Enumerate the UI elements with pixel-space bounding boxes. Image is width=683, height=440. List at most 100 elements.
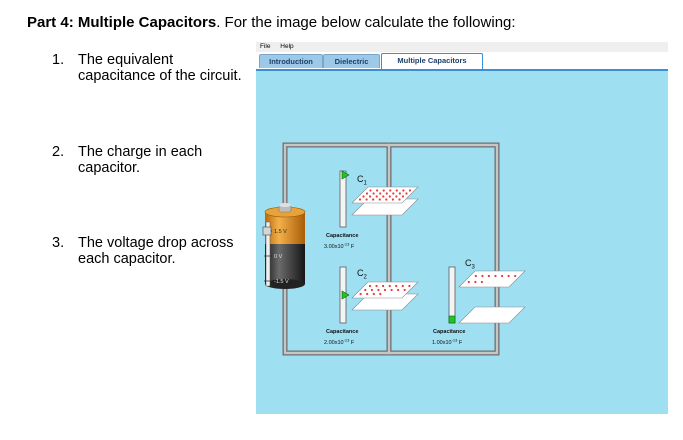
charge-dot <box>514 274 517 278</box>
charge-dot <box>383 288 387 292</box>
simulation-window: File Help Introduction Dielectric Multip… <box>256 42 668 414</box>
question-item: 1. The equivalent capacitance of the cir… <box>52 52 247 84</box>
question-text: The equivalent capacitance of the circui… <box>78 52 242 84</box>
charge-dot <box>501 274 504 278</box>
charge-dot <box>372 198 375 201</box>
battery: 1.5 V 0 V -1.5 V <box>262 203 306 289</box>
charge-dot <box>358 198 362 201</box>
charge-dot <box>405 192 408 195</box>
capacitor-c2-value: 2.00x10-13 F <box>324 338 355 347</box>
capacitor-c3-charges <box>467 274 517 284</box>
charge-dot <box>402 189 405 192</box>
tab-introduction[interactable]: Introduction <box>259 54 323 68</box>
charge-dot <box>379 192 382 195</box>
charge-dot <box>369 189 372 192</box>
charge-dot <box>494 274 497 278</box>
capacitor-c3-value: 1.00x10-13 F <box>432 338 463 347</box>
charge-dot <box>481 274 484 278</box>
capacitor-c2-charges <box>359 284 411 296</box>
charge-dot <box>388 195 391 198</box>
capacitor-c3-top-plate <box>458 270 526 288</box>
charge-dot <box>395 195 398 198</box>
capacitor-c2-caption: Capacitance <box>326 329 358 335</box>
charge-dot <box>376 189 379 192</box>
charge-dot <box>369 195 372 198</box>
charge-dot <box>390 288 393 292</box>
capacitor-c1-slider-knob[interactable] <box>341 170 350 180</box>
capacitor-c2-slider[interactable] <box>339 266 350 324</box>
menu-file[interactable]: File <box>260 43 271 50</box>
charge-dot <box>408 284 411 288</box>
tab-dielectric[interactable]: Dielectric <box>323 54 380 68</box>
charge-dot <box>379 292 382 296</box>
charge-dot <box>385 192 388 195</box>
part-title: Part 4: Multiple Capacitors <box>27 14 217 31</box>
charge-dot <box>370 288 373 292</box>
charge-dot <box>382 189 385 192</box>
question-number: 3. <box>52 235 65 251</box>
circuit-wires <box>282 142 500 356</box>
menu-bar: File Help <box>256 42 668 52</box>
capacitor-c1-symbol: C1 <box>357 174 368 187</box>
charge-dot <box>365 192 369 195</box>
charge-dot <box>395 284 398 288</box>
capacitor-c1-value: 3.00x10-13 F <box>324 242 355 251</box>
capacitor-c3-caption: Capacitance <box>433 329 465 335</box>
simulation-canvas: 1.5 V 0 V -1.5 V C1 Capacitance 3.00x10-… <box>256 71 668 414</box>
capacitor-c1: C1 Capacitance 3.00x10-13 F <box>324 170 419 251</box>
question-item: 2. The charge in each capacitor. <box>52 144 247 176</box>
battery-slider-knob[interactable] <box>262 226 272 236</box>
circuit-diagram: 1.5 V 0 V -1.5 V C1 Capacitance 3.00x10-… <box>262 142 526 356</box>
charge-dot <box>474 280 477 284</box>
charge-dot <box>391 198 394 201</box>
charge-dot <box>378 198 381 201</box>
charge-dot <box>364 288 367 292</box>
capacitor-c3-symbol: C3 <box>465 258 476 271</box>
charge-dot <box>397 288 400 292</box>
charge-dot <box>401 284 404 288</box>
charge-dot <box>375 195 378 198</box>
question-text: The charge in each capacitor. <box>78 144 203 176</box>
charge-dot <box>467 280 470 284</box>
charge-dot <box>395 189 398 192</box>
question-text: The voltage drop across each capacitor. <box>78 235 234 267</box>
charge-dot <box>368 284 372 288</box>
capacitor-c3-bottom-plate <box>458 306 526 324</box>
charge-dot <box>372 192 375 195</box>
charge-dot <box>398 198 401 201</box>
tab-bar: Introduction Dielectric Multiple Capacit… <box>256 52 668 71</box>
charge-dot <box>359 292 362 296</box>
capacitor-c2-symbol: C2 <box>357 268 368 281</box>
charge-dot <box>507 274 510 278</box>
charge-dot <box>372 292 375 296</box>
question-number: 1. <box>52 52 65 68</box>
menu-help[interactable]: Help <box>280 43 294 50</box>
part-heading: Part 4: Multiple Capacitors. For the ima… <box>27 14 516 31</box>
capacitor-c2: C2 Capacitance 2.00x10-13 F <box>324 266 419 347</box>
question-item: 3. The voltage drop across each capacito… <box>52 235 247 267</box>
charge-dot <box>377 288 380 292</box>
charge-dot <box>382 284 385 288</box>
charge-dot <box>388 284 391 288</box>
battery-voltage-slider[interactable] <box>262 221 272 287</box>
capacitor-c1-caption: Capacitance <box>326 233 358 239</box>
tab-multiple-capacitors[interactable]: Multiple Capacitors <box>381 53 483 69</box>
charge-dot <box>474 274 477 278</box>
charge-dot <box>362 195 365 198</box>
capacitor-c1-slider[interactable] <box>339 170 350 228</box>
charge-dot <box>392 192 395 195</box>
capacitor-c3-slider[interactable] <box>448 266 456 324</box>
charge-dot <box>408 189 412 192</box>
capacitor-c1-top-plate <box>351 186 419 204</box>
question-number: 2. <box>52 144 65 160</box>
charge-dot <box>365 198 368 201</box>
capacitor-c1-charges <box>358 189 412 201</box>
capacitor-c3: C3 Capacitance 1.00x10-13 F <box>432 258 526 347</box>
capacitor-c2-slider-knob[interactable] <box>341 290 350 300</box>
capacitor-c3-slider-knob[interactable] <box>448 315 456 324</box>
part-prompt: . For the image below calculate the foll… <box>216 14 516 31</box>
charge-dot <box>385 198 388 201</box>
charge-dot <box>366 292 369 296</box>
battery-top-label: 1.5 V <box>274 229 287 235</box>
battery-mid-label: 0 V <box>274 254 283 260</box>
